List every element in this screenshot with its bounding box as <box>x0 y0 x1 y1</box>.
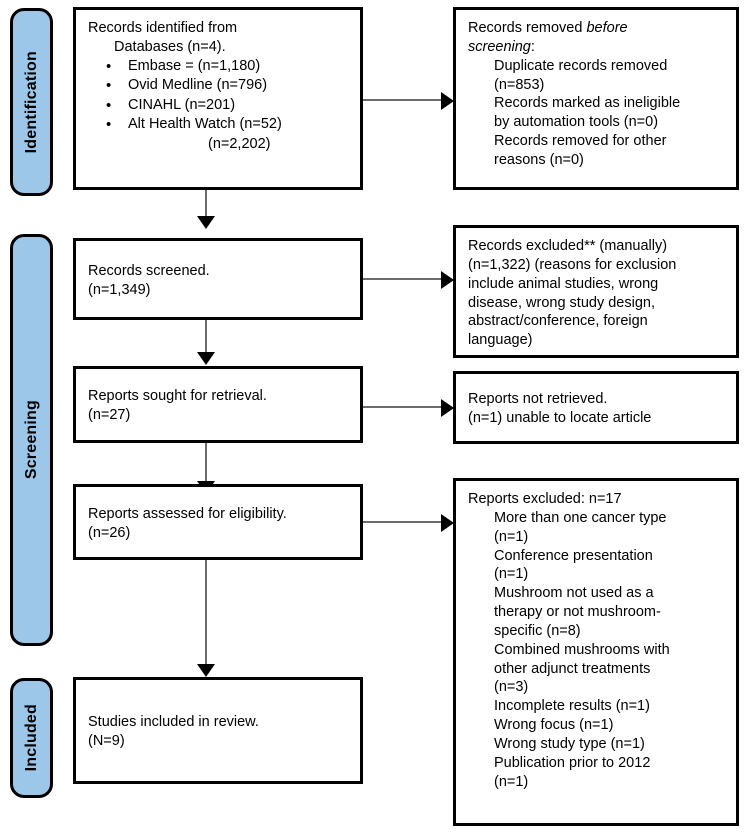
stage-pill-included: Included <box>10 678 53 798</box>
reports-excluded-heading: Reports excluded: n=17 <box>468 491 622 507</box>
database-source-item: • Embase = (n=1,180) <box>88 57 350 77</box>
records-removed-item: by automation tools (n=0) <box>494 114 659 131</box>
studies-included-line2: (N=9) <box>88 733 125 749</box>
reports-sought-line1: Reports sought for retrieval. <box>88 388 267 405</box>
arrowhead-screened-to-sought <box>197 352 215 365</box>
arrowhead-assessed-to-reports-excluded <box>441 514 454 532</box>
database-source-item: • CINAHL (n=201) <box>88 96 350 116</box>
records-removed-line2-italic: screening <box>468 38 531 55</box>
reports-excluded-item: Incomplete results (n=1) <box>494 698 650 715</box>
connector-assessed-to-included <box>205 560 207 666</box>
bullet-icon: • <box>106 57 112 75</box>
database-source-label: Ovid Medline (n=796) <box>128 77 268 94</box>
records-excluded-line: include animal studies, wrong <box>468 275 659 292</box>
reports-not-retrieved-line1: Reports not retrieved. <box>468 391 608 408</box>
records-identified-subheading: Databases (n=4). <box>114 38 226 55</box>
reports-excluded-item: Wrong focus (n=1) <box>494 717 614 734</box>
reports-excluded-item: (n=1) <box>494 528 529 545</box>
arrowhead-sought-to-not-retrieved <box>441 399 454 417</box>
reports-excluded-item: specific (n=8) <box>494 622 581 639</box>
records-removed-line1-prefix: Records removed <box>468 20 587 36</box>
reports-not-retrieved-line2: (n=1) unable to locate article <box>468 410 652 426</box>
stage-pill-identification: Identification <box>10 8 53 196</box>
records-removed-item: (n=853) <box>494 76 545 93</box>
stage-label-screening: Screening <box>22 400 40 480</box>
reports-assessed-line1: Reports assessed for eligibility. <box>88 505 287 522</box>
records-excluded-line: disease, wrong study design, <box>468 294 655 311</box>
records-removed-item: Duplicate records removed <box>494 57 668 74</box>
records-excluded-line: Records excluded** (manually) <box>468 238 668 254</box>
records-removed-line1-italic: before <box>586 20 628 36</box>
records-removed-item: Records marked as ineligible <box>494 95 681 112</box>
records-removed-line2: screening: <box>468 38 726 57</box>
reports-excluded-item: therapy or not mushroom- <box>494 604 661 621</box>
stage-label-identification: Identification <box>22 50 40 154</box>
reports-excluded-item: (n=1) <box>494 566 529 583</box>
connector-screened-to-excluded <box>363 278 445 280</box>
reports-excluded-item: Publication prior to 2012 <box>494 754 651 771</box>
connector-screened-to-sought <box>205 320 207 354</box>
records-screened-line2: (n=1,349) <box>88 281 151 298</box>
box-records-removed: Records removed before screening: Duplic… <box>453 7 739 190</box>
connector-sought-to-not-retrieved <box>363 406 445 408</box>
arrowhead-screened-to-excluded <box>441 271 454 289</box>
records-excluded-line: language) <box>468 332 533 349</box>
box-reports-not-retrieved: Reports not retrieved. (n=1) unable to l… <box>453 371 739 444</box>
database-source-label: Alt Health Watch (n=52) <box>128 116 282 133</box>
stage-label-included: Included <box>22 704 40 772</box>
records-removed-line1: Records removed before <box>468 19 726 38</box>
box-records-excluded: Records excluded** (manually) (n=1,322) … <box>453 225 739 358</box>
records-excluded-line: abstract/conference, foreign <box>468 313 648 330</box>
reports-excluded-item: Conference presentation <box>494 547 653 564</box>
records-identified-total: (n=2,202) <box>208 135 271 152</box>
reports-sought-line2: (n=27) <box>88 407 131 423</box>
database-source-label: Embase = (n=1,180) <box>128 57 261 74</box>
reports-excluded-item: (n=1) <box>494 773 529 790</box>
connector-identified-to-removed <box>363 99 445 101</box>
box-studies-included: Studies included in review. (N=9) <box>73 677 363 784</box>
box-reports-excluded: Reports excluded: n=17 More than one can… <box>453 478 739 826</box>
arrowhead-assessed-to-included <box>197 664 215 677</box>
database-source-item: • Ovid Medline (n=796) <box>88 76 350 96</box>
bullet-icon: • <box>106 77 112 95</box>
records-removed-item: Records removed for other <box>494 133 667 150</box>
reports-excluded-item: (n=3) <box>494 679 529 696</box>
records-excluded-line: (n=1,322) (reasons for exclusion <box>468 256 677 273</box>
box-records-identified: Records identified from Databases (n=4).… <box>73 7 363 190</box>
reports-excluded-item: Wrong study type (n=1) <box>494 735 645 752</box>
connector-identified-to-screened <box>205 190 207 218</box>
box-reports-sought: Reports sought for retrieval. (n=27) <box>73 366 363 443</box>
records-removed-item: reasons (n=0) <box>494 151 584 168</box>
bullet-icon: • <box>106 116 112 134</box>
reports-excluded-item: other adjunct treatments <box>494 660 651 677</box>
reports-assessed-line2: (n=26) <box>88 524 131 541</box>
records-identified-heading: Records identified from <box>88 20 238 36</box>
studies-included-line1: Studies included in review. <box>88 714 259 731</box>
connector-sought-to-assessed <box>205 443 207 483</box>
box-records-screened: Records screened. (n=1,349) <box>73 238 363 320</box>
records-screened-line1: Records screened. <box>88 262 210 279</box>
box-reports-assessed: Reports assessed for eligibility. (n=26) <box>73 484 363 560</box>
records-removed-line2-suffix: : <box>530 38 535 55</box>
arrowhead-identified-to-screened <box>197 216 215 229</box>
reports-excluded-item: Combined mushrooms with <box>494 641 670 658</box>
reports-excluded-item: More than one cancer type <box>494 509 667 526</box>
connector-assessed-to-reports-excluded <box>363 521 445 523</box>
arrowhead-identified-to-removed <box>441 92 454 110</box>
database-source-label: CINAHL (n=201) <box>128 96 236 113</box>
database-source-item: • Alt Health Watch (n=52) <box>88 115 350 135</box>
stage-pill-screening: Screening <box>10 234 53 646</box>
bullet-icon: • <box>106 96 112 114</box>
reports-excluded-item: Mushroom not used as a <box>494 585 654 602</box>
